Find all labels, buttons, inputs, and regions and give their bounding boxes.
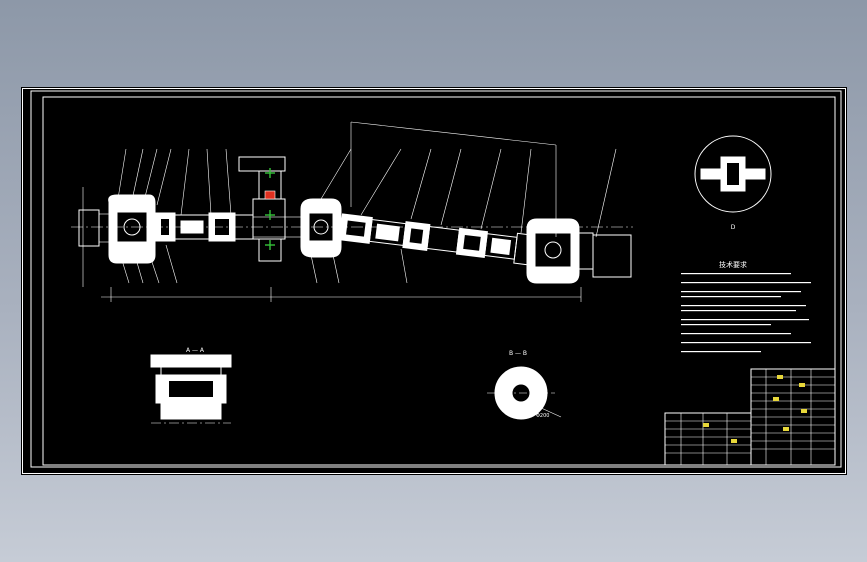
section-view-a: A — A (150, 347, 232, 424)
thread-note: Φ200 (536, 413, 549, 419)
circular-section-view (694, 135, 772, 213)
main-assembly-view (71, 117, 633, 302)
view-label-a: A — A (186, 347, 205, 354)
highlight-markers (264, 168, 276, 250)
drawing-border (42, 96, 836, 466)
title-block (664, 368, 836, 466)
drawing-canvas: D 技术要求 A — A B — B Φ200 (22, 88, 846, 474)
view-label-b: B — B (509, 350, 527, 357)
outer-frame (22, 88, 846, 474)
technical-notes-text (681, 273, 811, 353)
cad-drawing-sheet: D 技术要求 A — A B — B Φ200 (21, 87, 847, 475)
section-view-b: B — B Φ200 (487, 350, 562, 420)
view-label-d: D (731, 224, 736, 231)
notes-title: 技术要求 (719, 260, 747, 269)
inner-frame-a (30, 90, 842, 468)
